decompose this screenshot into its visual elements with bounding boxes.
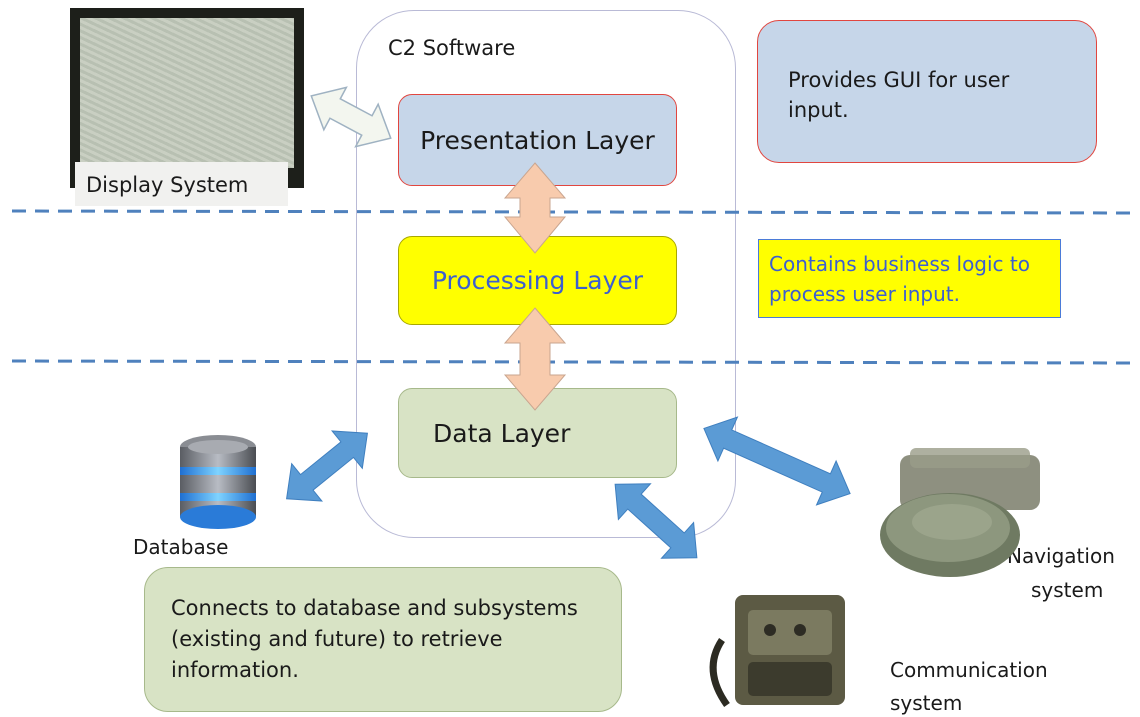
- data-layer-box: Data Layer: [398, 388, 677, 478]
- gui-note: Provides GUI for user input.: [757, 20, 1097, 163]
- database-icon: [180, 435, 256, 529]
- display-system-image: [70, 8, 304, 188]
- communication-system-label-line2: system: [890, 691, 963, 715]
- presentation-layer-label: Presentation Layer: [420, 125, 655, 155]
- c2-software-title: C2 Software: [388, 36, 516, 60]
- map-screen: [80, 18, 294, 168]
- navigation-system-label-line1: Navigation: [1007, 544, 1115, 568]
- database-label: Database: [133, 535, 229, 559]
- display-system-label: Display System: [86, 173, 249, 197]
- gui-note-text: Provides GUI for user input.: [788, 68, 1010, 122]
- navigation-system-label-line2: system: [1031, 578, 1104, 602]
- communication-system-label-line1: Communication: [890, 658, 1048, 682]
- processing-layer-box: Processing Layer: [398, 236, 677, 325]
- business-logic-note-text: Contains business logic to process user …: [769, 252, 1030, 306]
- display-system-label-box: [75, 162, 288, 206]
- data-connection-note-text: Connects to database and subsystems (exi…: [171, 596, 578, 682]
- business-logic-note: Contains business logic to process user …: [758, 239, 1061, 318]
- data-layer-label: Data Layer: [433, 418, 571, 448]
- processing-layer-label: Processing Layer: [431, 266, 644, 295]
- communication-system-image: [708, 567, 878, 712]
- presentation-layer-box: Presentation Layer: [398, 94, 677, 186]
- data-connection-note: Connects to database and subsystems (exi…: [144, 567, 622, 712]
